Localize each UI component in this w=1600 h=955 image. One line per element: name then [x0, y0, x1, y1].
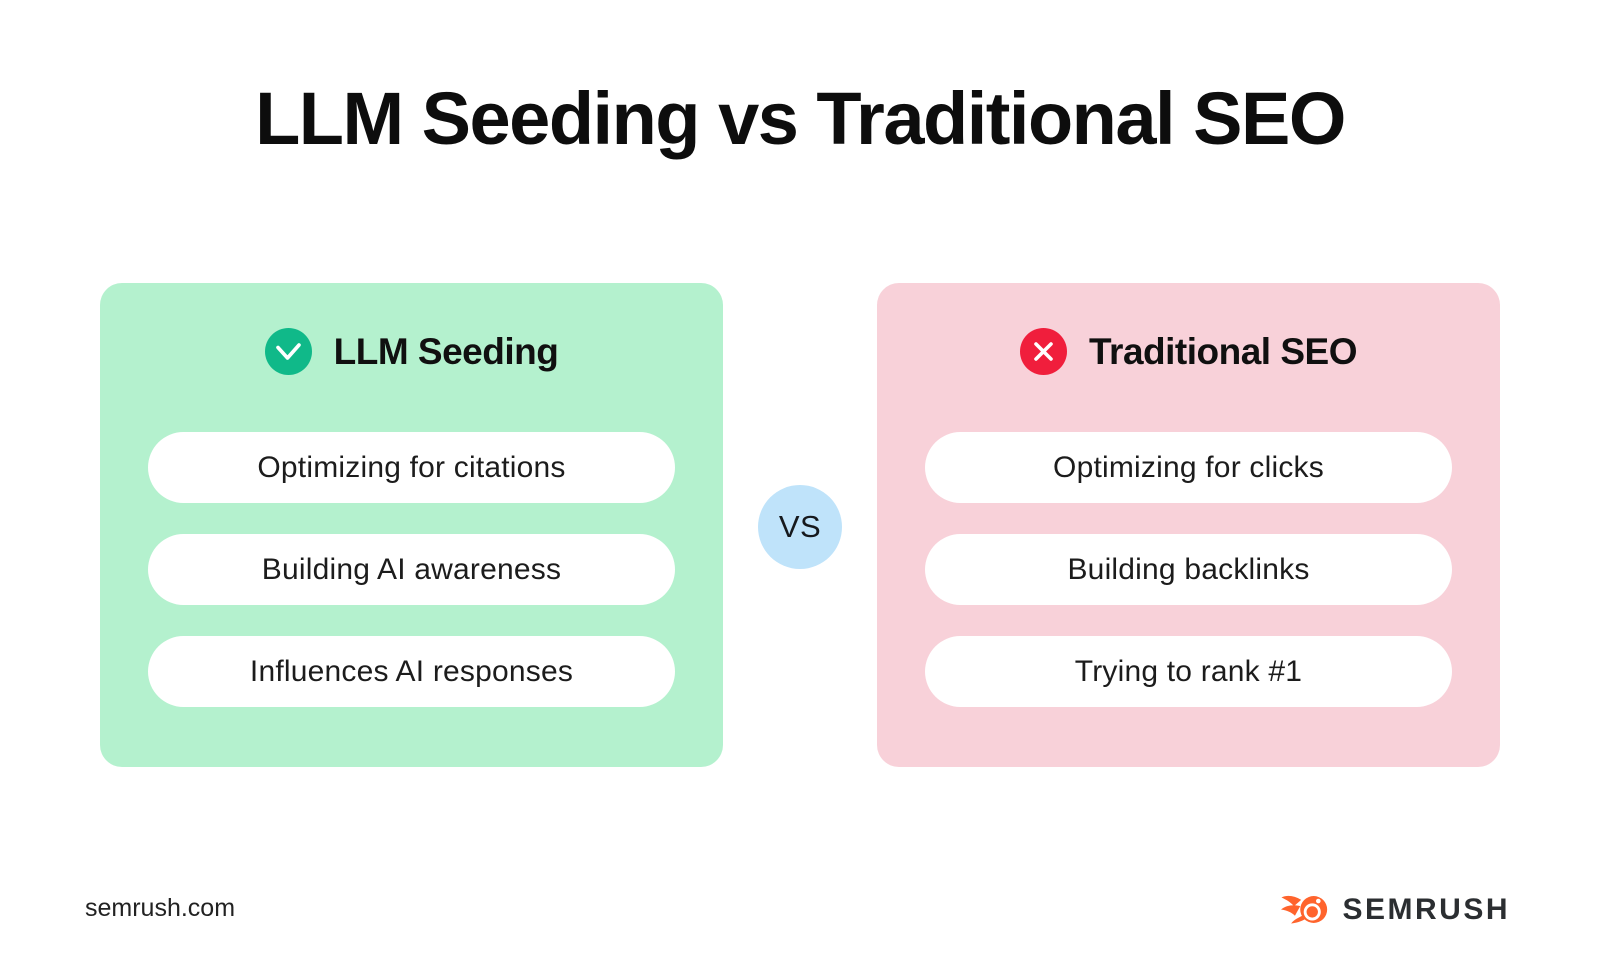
list-item: Building AI awareness: [148, 534, 675, 605]
list-item: Trying to rank #1: [925, 636, 1452, 707]
list-item: Building backlinks: [925, 534, 1452, 605]
list-item: Optimizing for citations: [148, 432, 675, 503]
semrush-logo-text: SEMRUSH: [1342, 892, 1510, 926]
traditional-seo-header: Traditional SEO: [877, 328, 1500, 375]
list-item: Optimizing for clicks: [925, 432, 1452, 503]
page-title: LLM Seeding vs Traditional SEO: [255, 77, 1346, 160]
footer-site-url: semrush.com: [85, 894, 236, 922]
semrush-logo: SEMRUSH: [1281, 892, 1510, 927]
traditional-seo-items: Optimizing for clicks Building backlinks…: [925, 432, 1452, 707]
panel-label: Traditional SEO: [1089, 330, 1358, 372]
llm-seeding-items: Optimizing for citations Building AI awa…: [148, 432, 675, 707]
check-icon: [264, 328, 312, 375]
x-icon: [1020, 328, 1067, 375]
vs-badge: VS: [758, 485, 842, 569]
llm-seeding-header: LLM Seeding: [100, 328, 723, 375]
list-item: Influences AI responses: [148, 636, 675, 707]
traditional-seo-panel: Traditional SEO Optimizing for clicks Bu…: [877, 283, 1500, 767]
semrush-logo-icon: [1281, 895, 1328, 924]
llm-seeding-panel: LLM Seeding Optimizing for citations Bui…: [100, 283, 723, 767]
panel-label: LLM Seeding: [333, 330, 559, 372]
